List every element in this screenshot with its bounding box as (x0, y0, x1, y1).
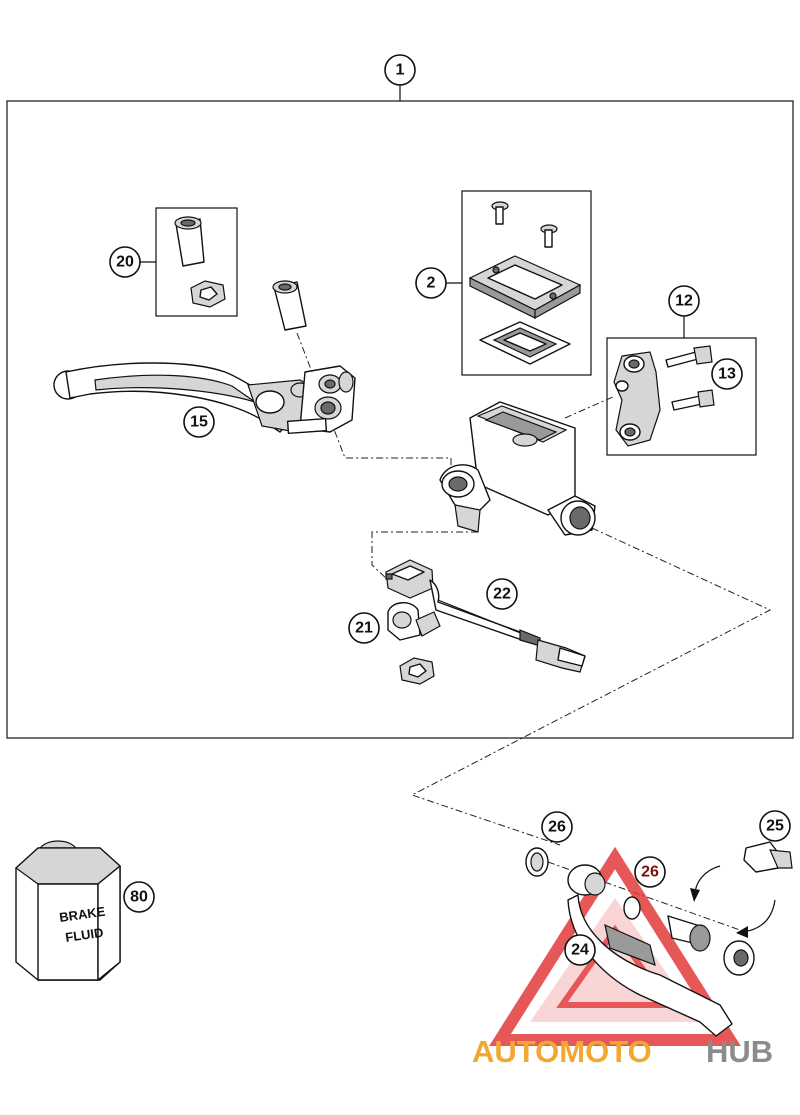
lever-bush (272, 280, 307, 331)
watermark-part1: AUTOMOTO (472, 1034, 652, 1069)
part-80-brake-fluid-bottle: BRAKE FLUID (15, 840, 121, 981)
assembly-frame (6, 100, 794, 739)
callout-12: 12 (668, 285, 700, 317)
master-cylinder-body (439, 401, 596, 536)
callout-13: 13 (711, 358, 743, 390)
hose-fittings (525, 841, 793, 1037)
part-22-brake-light-switch (385, 559, 586, 673)
watermark-logo: AUTOMOTO HUB (472, 1034, 773, 1069)
svg-text:20: 20 (116, 254, 134, 271)
svg-text:21: 21 (355, 620, 373, 637)
svg-text:2: 2 (427, 275, 436, 292)
callout-2: 2 (415, 267, 447, 299)
svg-text:24: 24 (571, 942, 589, 959)
callout-25: 25 (759, 810, 791, 842)
svg-text:12: 12 (675, 293, 693, 310)
callout-15: 15 (183, 406, 215, 438)
svg-text:15: 15 (190, 414, 208, 431)
callout-21: 21 (348, 612, 380, 644)
svg-text:26: 26 (641, 864, 659, 881)
switch-dashline (371, 531, 478, 581)
callout-26-upper: 26 (541, 811, 573, 843)
part-20-bush-and-nut (174, 216, 226, 308)
part-15-brake-lever (53, 362, 356, 435)
svg-text:26: 26 (548, 819, 566, 836)
bottle-label-line1: BRAKE (58, 904, 106, 925)
watermark-part2: HUB (706, 1034, 773, 1069)
hose-dashline (410, 527, 772, 846)
svg-text:1: 1 (396, 62, 405, 79)
svg-text:13: 13 (718, 366, 736, 383)
callout-1: 1 (384, 54, 416, 86)
callout-22: 22 (486, 578, 518, 610)
callout-80: 80 (123, 881, 155, 913)
callout-24: 24 (564, 934, 596, 966)
part-21-clip-and-nut (387, 602, 441, 685)
svg-text:80: 80 (130, 889, 148, 906)
part-12-clamp-and-bolts (613, 345, 715, 447)
svg-text:22: 22 (493, 586, 511, 603)
bottle-label-line2: FLUID (64, 925, 104, 945)
svg-text:25: 25 (766, 818, 784, 835)
part-2-reservoir-cover-kit (468, 201, 582, 365)
callout-26-lower: 26 (634, 856, 666, 888)
bracket-dashline (564, 395, 616, 419)
callout-20: 20 (109, 246, 141, 278)
kit-12-frame (606, 337, 757, 456)
